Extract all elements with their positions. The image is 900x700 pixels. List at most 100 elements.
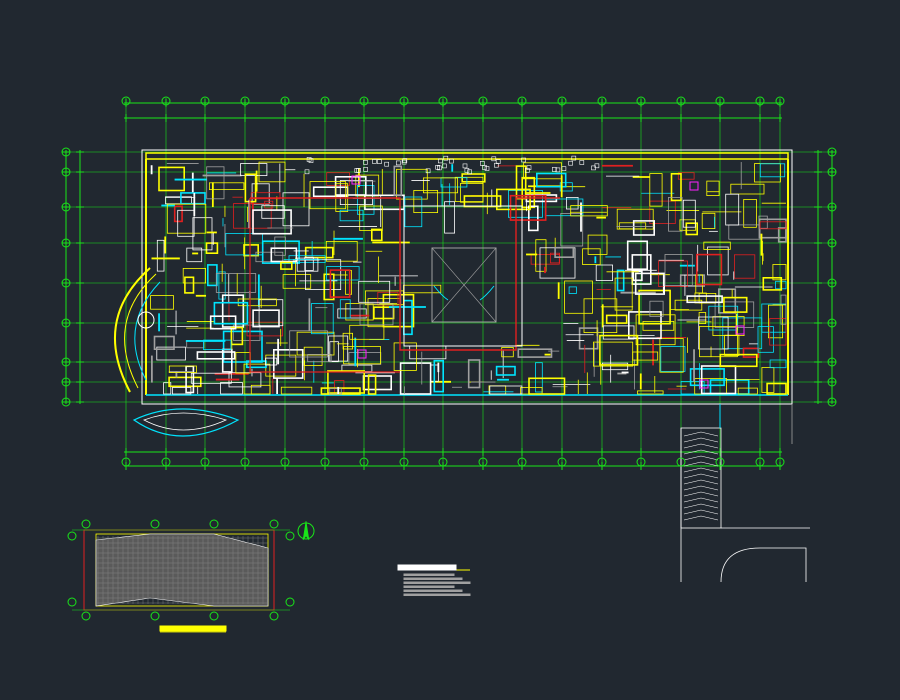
stair-tread bbox=[521, 157, 526, 163]
room bbox=[208, 182, 245, 191]
ramp-chevron bbox=[683, 443, 719, 449]
room bbox=[626, 240, 649, 271]
room bbox=[599, 334, 639, 366]
room bbox=[289, 330, 328, 358]
ramp-chevron bbox=[683, 455, 719, 461]
room bbox=[339, 209, 364, 222]
fixture bbox=[357, 349, 367, 359]
room bbox=[382, 293, 415, 328]
room bbox=[706, 180, 720, 197]
room bbox=[173, 205, 183, 223]
axis-bubble bbox=[827, 318, 837, 328]
axis-bubble bbox=[209, 519, 219, 529]
room bbox=[296, 331, 335, 356]
room bbox=[725, 193, 740, 226]
note-line bbox=[403, 585, 455, 588]
axis-bubble bbox=[478, 96, 488, 106]
axis-bubble bbox=[67, 531, 77, 541]
room bbox=[168, 376, 202, 388]
axis-bubble bbox=[61, 202, 71, 212]
room bbox=[616, 269, 625, 292]
room bbox=[349, 324, 385, 340]
ramp-chevron bbox=[683, 485, 719, 491]
axis-bubble bbox=[61, 167, 71, 177]
room bbox=[717, 288, 737, 314]
room bbox=[280, 261, 293, 270]
room bbox=[632, 220, 656, 236]
room bbox=[554, 246, 575, 258]
building-footprint bbox=[95, 533, 269, 607]
room bbox=[734, 254, 756, 279]
stair-tread bbox=[524, 168, 530, 173]
room bbox=[185, 365, 195, 394]
axis-bubble bbox=[209, 611, 219, 621]
room bbox=[303, 346, 323, 366]
axis-bubble bbox=[399, 96, 409, 106]
fixture bbox=[689, 181, 699, 191]
fixture bbox=[699, 379, 709, 389]
room bbox=[689, 368, 725, 387]
axis-bubble bbox=[715, 96, 725, 106]
room bbox=[326, 266, 360, 281]
axis-bubble bbox=[121, 457, 131, 467]
stair-tread bbox=[443, 155, 449, 161]
room bbox=[670, 173, 682, 202]
column bbox=[137, 311, 155, 329]
stair-tread bbox=[384, 161, 390, 167]
ramp-chevron bbox=[683, 461, 719, 467]
room bbox=[495, 365, 516, 376]
room bbox=[695, 253, 723, 286]
room bbox=[634, 272, 666, 295]
entrance-canopy bbox=[143, 412, 228, 431]
room bbox=[240, 163, 268, 177]
axis-bubble bbox=[61, 318, 71, 328]
room bbox=[433, 359, 444, 393]
stair-tread bbox=[425, 168, 431, 174]
room bbox=[686, 295, 723, 304]
central-atrium bbox=[403, 205, 523, 347]
room bbox=[780, 294, 787, 325]
room bbox=[329, 387, 342, 395]
stair-tread bbox=[304, 169, 310, 175]
room bbox=[327, 370, 365, 394]
room bbox=[566, 196, 579, 210]
note-line bbox=[403, 593, 471, 596]
room bbox=[396, 168, 428, 200]
room bbox=[677, 172, 695, 180]
room bbox=[578, 327, 599, 350]
room bbox=[559, 182, 573, 192]
room bbox=[766, 382, 787, 395]
axis-bubble bbox=[81, 519, 91, 529]
room bbox=[243, 244, 259, 257]
room bbox=[409, 345, 447, 360]
room bbox=[698, 316, 729, 350]
room bbox=[637, 390, 664, 395]
room bbox=[703, 241, 731, 250]
axis-bubble bbox=[827, 397, 837, 407]
room bbox=[192, 217, 213, 251]
note-line bbox=[403, 577, 463, 580]
stair-tread bbox=[402, 158, 408, 163]
stair-tread bbox=[448, 158, 454, 164]
curved-wall bbox=[124, 273, 157, 389]
ramp-chevron bbox=[683, 509, 719, 515]
room bbox=[719, 353, 758, 368]
atrium-void bbox=[431, 247, 497, 323]
axis-bubble bbox=[827, 377, 837, 387]
room bbox=[660, 346, 686, 372]
room bbox=[649, 173, 663, 207]
room bbox=[150, 295, 174, 310]
axis-bubble bbox=[121, 96, 131, 106]
room bbox=[413, 189, 438, 213]
room bbox=[180, 192, 206, 205]
axis-bubble bbox=[359, 96, 369, 106]
room bbox=[668, 196, 683, 232]
axis-bubble bbox=[597, 96, 607, 106]
room bbox=[570, 205, 608, 217]
stair-curve bbox=[479, 285, 495, 301]
room bbox=[258, 161, 286, 183]
axis-bubble bbox=[200, 96, 210, 106]
curved-wall bbox=[134, 281, 161, 381]
room bbox=[399, 362, 432, 395]
room bbox=[582, 248, 601, 266]
